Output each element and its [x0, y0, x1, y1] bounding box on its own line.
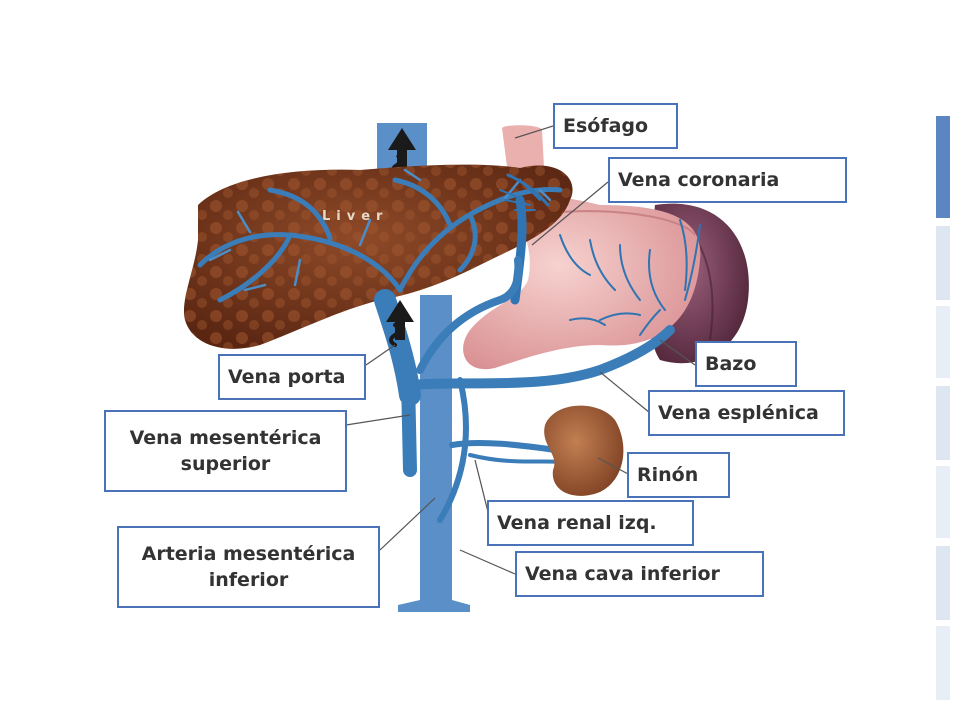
- sidebar-segment: [936, 546, 950, 620]
- label-vena-coronaria-text: Vena coronaria: [618, 169, 780, 191]
- label-esofago: Esófago: [553, 103, 678, 149]
- liver-text: Liver: [322, 209, 388, 224]
- label-vena-porta-text: Vena porta: [228, 366, 346, 388]
- sidebar-segment: [936, 386, 950, 460]
- kidney: [544, 405, 624, 496]
- label-vena-esplenica: Vena esplénica: [648, 390, 845, 436]
- label-bazo-text: Bazo: [705, 353, 757, 375]
- label-arteria-mesenterica-inferior-line-1: Arteria mesentérica: [141, 543, 356, 565]
- label-vena-coronaria: Vena coronaria: [608, 157, 847, 203]
- label-rinon-text: Rinón: [637, 464, 699, 486]
- label-vena-mesenterica-superior-line-2: superior: [180, 453, 271, 475]
- label-vena-mesenterica-superior-line-1: Vena mesentérica: [129, 427, 322, 449]
- slide-sidebar: [936, 116, 950, 700]
- sidebar-segment: [936, 626, 950, 700]
- portal-vein-system: [374, 256, 675, 612]
- label-vena-renal-izq: Vena renal izq.: [487, 500, 694, 546]
- label-esofago-text: Esófago: [563, 115, 649, 137]
- liver: Liver: [183, 164, 573, 349]
- sidebar-segment: [936, 466, 950, 538]
- sidebar-segment: [936, 226, 950, 300]
- label-bazo: Bazo: [695, 341, 797, 387]
- label-vena-esplenica-text: Vena esplénica: [658, 402, 819, 424]
- label-vena-cava-inferior: Vena cava inferior: [515, 551, 764, 597]
- label-arteria-mesenterica-inferior: Arteria mesentérica inferior: [117, 526, 380, 608]
- label-rinon: Rinón: [627, 452, 730, 498]
- label-vena-renal-izq-text: Vena renal izq.: [497, 512, 657, 534]
- sidebar-segment-active: [936, 116, 950, 218]
- label-vena-mesenterica-superior: Vena mesentérica superior: [104, 410, 347, 492]
- label-vena-cava-inferior-text: Vena cava inferior: [525, 563, 720, 585]
- sidebar-segment: [936, 306, 950, 378]
- label-vena-porta: Vena porta: [218, 354, 366, 400]
- label-arteria-mesenterica-inferior-line-2: inferior: [208, 569, 289, 591]
